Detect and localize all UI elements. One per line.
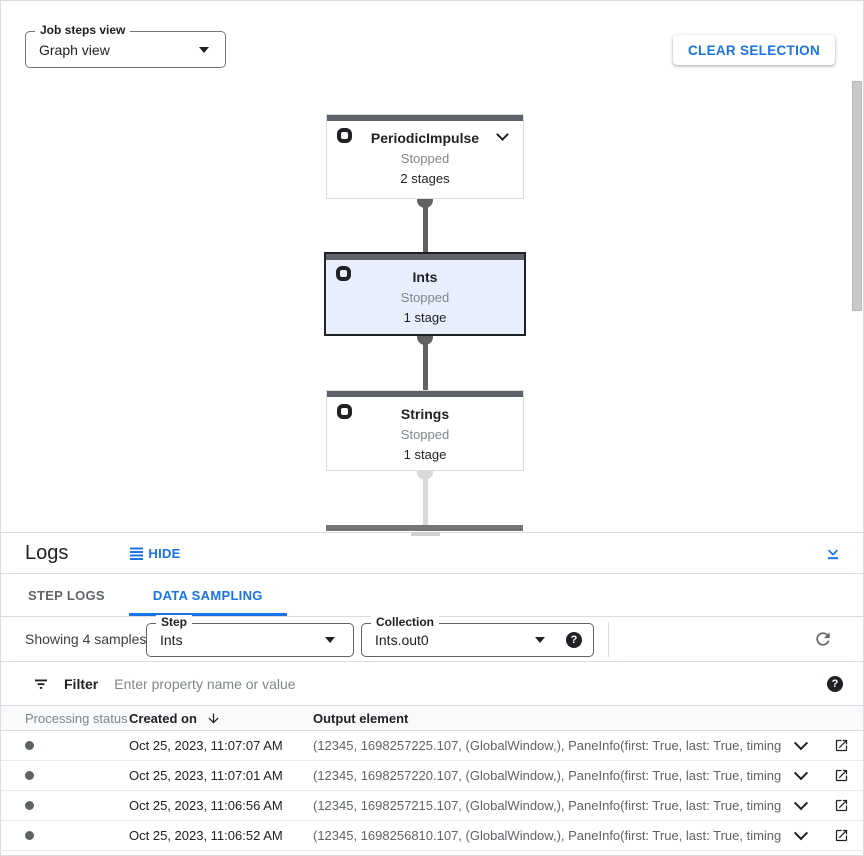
node-status: Stopped (400, 427, 450, 442)
expand-row-chevron-icon[interactable] (793, 825, 809, 840)
step-select-label: Step (156, 615, 193, 629)
collection-select-label: Collection (371, 615, 440, 629)
filter-input[interactable] (114, 675, 827, 692)
showing-samples-text: Showing 4 samples (25, 631, 147, 647)
graph-scroll-fragment (411, 532, 440, 536)
chevron-down-icon (325, 637, 335, 643)
expand-row-chevron-icon[interactable] (793, 735, 809, 750)
created-on-cell: Oct 25, 2023, 11:07:07 AM (129, 738, 283, 753)
expand-row-chevron-icon[interactable] (793, 765, 809, 780)
sampling-controls: Showing 4 samples Step Ints Collection I… (1, 615, 863, 662)
output-element-cell: (12345, 1698257225.107, (GlobalWindow,),… (313, 738, 783, 753)
node-top-bar (327, 115, 523, 121)
processing-status-dot (25, 801, 34, 810)
processing-status-dot (25, 741, 34, 750)
help-icon[interactable]: ? (566, 632, 582, 648)
transform-step-icon (337, 404, 352, 419)
filter-icon (35, 679, 47, 689)
logs-tabs: STEP LOGS DATA SAMPLING (1, 574, 863, 617)
logs-header: Logs HIDE (1, 533, 863, 574)
collection-select-value: Ints.out0 (375, 632, 429, 648)
graph-edge (409, 199, 441, 252)
job-steps-view-select[interactable]: Job steps view Graph view (25, 23, 226, 68)
graph-edge-inactive (409, 471, 441, 525)
graph-node-strings[interactable]: Strings Stopped 1 stage (326, 390, 524, 471)
help-icon[interactable]: ? (827, 675, 843, 692)
sample-row: Oct 25, 2023, 11:06:52 AM (12345, 169825… (1, 821, 863, 851)
logs-panel-title: Logs (25, 541, 69, 564)
transform-step-icon (337, 128, 352, 143)
step-select[interactable]: Step Ints (146, 615, 354, 657)
hide-button-label: HIDE (148, 545, 181, 561)
output-element-cell: (12345, 1698257220.107, (GlobalWindow,),… (313, 768, 783, 783)
arrowhead-icon (417, 336, 433, 345)
processing-status-dot (25, 771, 34, 780)
chevron-down-icon (535, 637, 545, 643)
created-on-cell: Oct 25, 2023, 11:06:56 AM (129, 798, 283, 813)
node-stages: 1 stage (403, 310, 447, 325)
node-title: PeriodicImpulse (370, 130, 480, 146)
graph-edge (409, 336, 441, 390)
tab-data-sampling[interactable]: DATA SAMPLING (129, 574, 287, 616)
created-on-cell: Oct 25, 2023, 11:07:01 AM (129, 768, 283, 783)
job-steps-view-value: Graph view (39, 41, 110, 58)
sort-descending-icon (208, 713, 219, 723)
node-title: Strings (400, 406, 450, 422)
open-in-new-icon[interactable] (834, 828, 849, 843)
table-header-row: Processing status Created on Output elem… (1, 706, 863, 731)
transform-step-icon (336, 266, 351, 281)
open-in-new-icon[interactable] (834, 738, 849, 753)
graph-vertical-scrollbar[interactable] (852, 81, 862, 311)
open-in-new-icon[interactable] (834, 768, 849, 783)
chevron-down-icon (199, 46, 209, 53)
sample-row: Oct 25, 2023, 11:07:01 AM (12345, 169825… (1, 761, 863, 791)
sample-row: Oct 25, 2023, 11:07:07 AM (12345, 169825… (1, 731, 863, 761)
clear-selection-button[interactable]: CLEAR SELECTION (672, 35, 835, 65)
log-lines-icon (130, 547, 144, 560)
arrowhead-icon (417, 471, 433, 480)
expand-row-chevron-icon[interactable] (793, 795, 809, 810)
node-top-bar (327, 391, 523, 397)
node-top-bar (326, 254, 524, 260)
graph-node-ints-selected[interactable]: Ints Stopped 1 stage (324, 252, 526, 336)
output-element-cell: (12345, 1698256810.107, (GlobalWindow,),… (313, 828, 783, 843)
node-status: Stopped (400, 290, 450, 305)
step-select-value: Ints (160, 632, 183, 648)
created-on-cell: Oct 25, 2023, 11:06:52 AM (129, 828, 283, 843)
collection-select[interactable]: Collection Ints.out0 ? (361, 615, 594, 657)
header-processing-status: Processing status (25, 710, 128, 726)
divider (608, 622, 609, 657)
node-stages: 1 stage (403, 447, 447, 462)
sample-row: Oct 25, 2023, 11:06:56 AM (12345, 169825… (1, 791, 863, 821)
header-created-on[interactable]: Created on (129, 711, 313, 726)
job-steps-view-label: Job steps view (35, 23, 131, 37)
logs-panel: Logs HIDE STEP LOGS DATA SAMPLING Showin… (1, 532, 863, 855)
hide-logs-button[interactable]: HIDE (128, 544, 180, 562)
graph-node-partial-top-bar (326, 525, 523, 531)
refresh-button[interactable] (813, 629, 833, 649)
processing-status-dot (25, 831, 34, 840)
node-stages: 2 stages (400, 171, 450, 186)
filter-label: Filter (64, 675, 99, 692)
arrowhead-icon (417, 199, 433, 208)
open-in-new-icon[interactable] (834, 798, 849, 813)
tab-step-logs[interactable]: STEP LOGS (28, 587, 105, 603)
refresh-icon (816, 632, 830, 646)
collapse-to-bottom-icon (828, 549, 838, 560)
filter-bar: Filter ? (1, 662, 863, 706)
node-title: Ints (412, 269, 438, 285)
output-element-cell: (12345, 1698257215.107, (GlobalWindow,),… (313, 798, 783, 813)
header-output-element: Output element (313, 710, 409, 726)
collapse-panel-button[interactable] (823, 543, 843, 563)
graph-node-periodicimpulse[interactable]: PeriodicImpulse Stopped 2 stages (326, 114, 524, 199)
node-status: Stopped (400, 151, 450, 166)
